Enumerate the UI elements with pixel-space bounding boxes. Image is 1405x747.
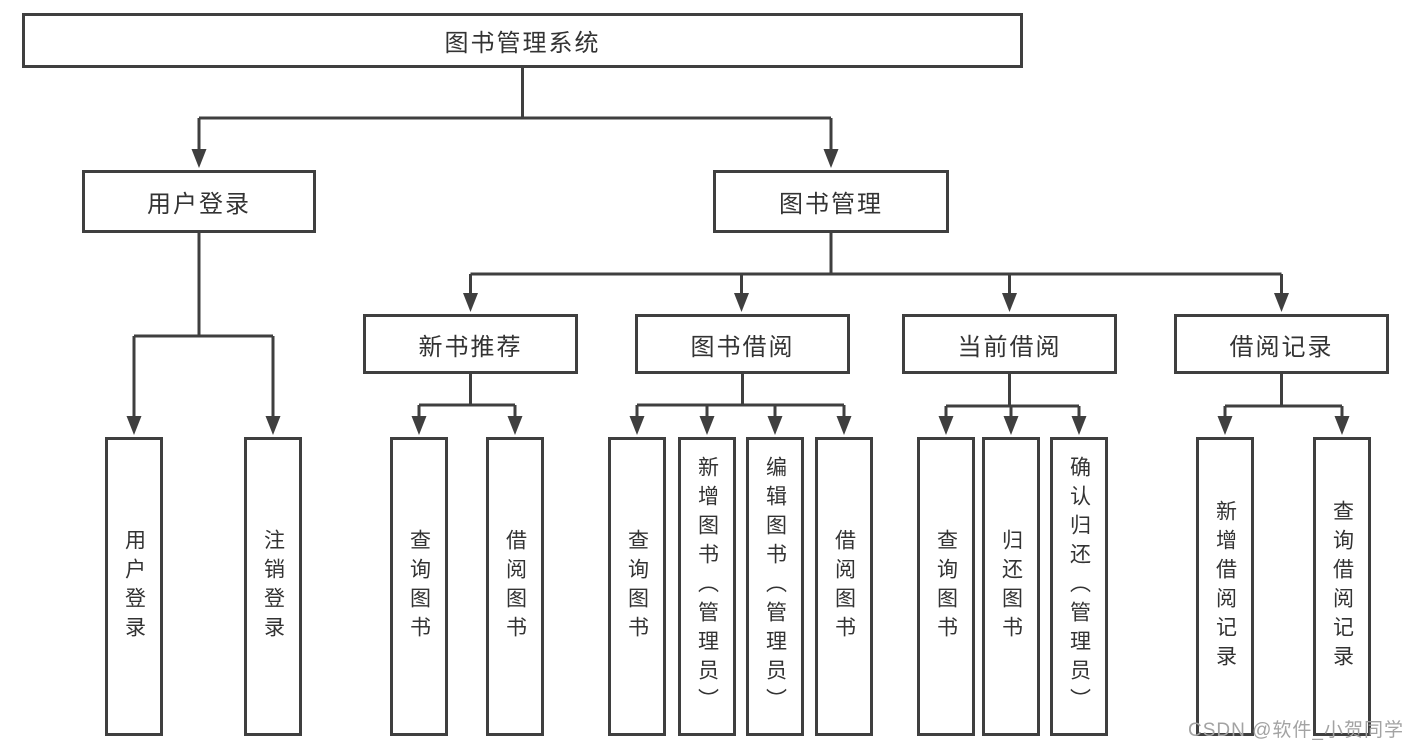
node-leaf-borrow-books-recommend: 借阅图书	[486, 437, 544, 736]
node-leaf-edit-book-admin: 编辑图书（管理员）	[746, 437, 804, 736]
node-label: 新增借阅记录	[1213, 499, 1237, 674]
node-borrowing-records: 借阅记录	[1174, 314, 1389, 374]
node-label: 确认归还（管理员）	[1067, 456, 1091, 717]
node-label: 借阅图书	[832, 528, 856, 645]
node-current-borrowing: 当前借阅	[902, 314, 1117, 374]
node-leaf-query-books-recommend: 查询图书	[390, 437, 448, 736]
node-label: 用户登录	[122, 528, 146, 645]
node-leaf-logout: 注销登录	[244, 437, 302, 736]
node-leaf-confirm-return-admin: 确认归还（管理员）	[1050, 437, 1108, 736]
node-label: 借阅图书	[503, 528, 527, 645]
node-book-borrowing: 图书借阅	[635, 314, 850, 374]
node-label: 归还图书	[999, 528, 1023, 645]
watermark: CSDN @软件_小贺同学	[1188, 720, 1404, 741]
node-new-book-recommend: 新书推荐	[363, 314, 578, 374]
node-label: 注销登录	[261, 528, 285, 645]
node-label: 查询图书	[407, 528, 431, 645]
node-label: 查询借阅记录	[1330, 499, 1354, 674]
node-book-management: 图书管理	[713, 170, 949, 233]
node-label: 编辑图书（管理员）	[763, 456, 787, 717]
node-label: 图书管理系统	[444, 30, 601, 57]
node-label: 图书管理	[779, 191, 883, 218]
node-label: 查询图书	[934, 528, 958, 645]
node-label: 用户登录	[147, 191, 251, 218]
node-label: 当前借阅	[957, 333, 1062, 361]
node-leaf-borrow-books: 借阅图书	[815, 437, 873, 736]
node-library-system: 图书管理系统	[22, 13, 1023, 68]
node-label: 图书借阅	[690, 333, 795, 361]
node-label: 查询图书	[625, 528, 649, 645]
arrowheads	[126, 149, 1350, 435]
node-label: 借阅记录	[1229, 333, 1334, 361]
node-user-login: 用户登录	[82, 170, 316, 233]
node-label: 新增图书（管理员）	[695, 456, 719, 717]
node-leaf-return-books: 归还图书	[982, 437, 1040, 736]
node-leaf-add-borrow-record: 新增借阅记录	[1196, 437, 1254, 736]
node-leaf-user-login: 用户登录	[105, 437, 163, 736]
node-label: 新书推荐	[418, 333, 523, 361]
node-leaf-query-books-current: 查询图书	[917, 437, 975, 736]
node-leaf-query-borrow-record: 查询借阅记录	[1313, 437, 1371, 736]
node-leaf-query-books-borrowing: 查询图书	[608, 437, 666, 736]
node-leaf-add-book-admin: 新增图书（管理员）	[678, 437, 736, 736]
